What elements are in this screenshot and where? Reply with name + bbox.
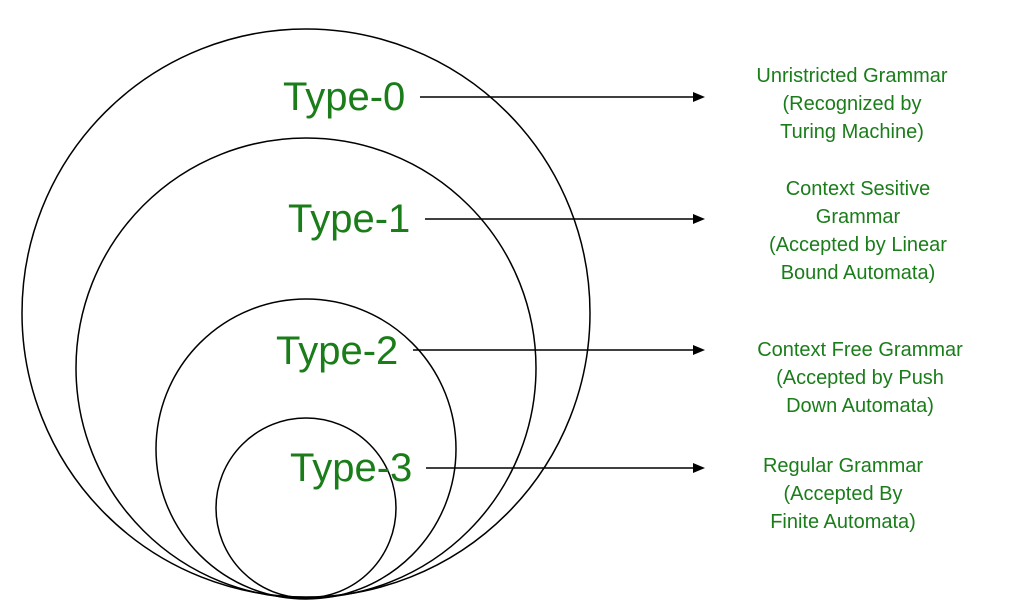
- description-type-2-line-1: Context Free Grammar: [757, 339, 963, 361]
- arrow-head-type-3: [693, 463, 705, 473]
- arrow-head-type-0: [693, 92, 705, 102]
- description-type-1: Context Sesitive Grammar (Accepted by Li…: [708, 175, 1008, 287]
- label-type-0: Type-0: [283, 75, 406, 119]
- description-type-1-line-3: (Accepted by Linear: [769, 234, 947, 256]
- description-type-1-line-4: Bound Automata): [780, 262, 936, 284]
- description-type-0: Unristricted Grammar (Recognized by Turi…: [702, 62, 1002, 146]
- description-type-0-line-1: Unristricted Grammar: [756, 65, 948, 87]
- description-type-2: Context Free Grammar (Accepted by Push D…: [710, 336, 1010, 420]
- arrow-head-type-2: [693, 345, 705, 355]
- description-type-2-line-3: Down Automata): [786, 395, 934, 417]
- description-type-1-line-1: Context Sesitive: [785, 178, 931, 200]
- label-type-3: Type-3: [290, 446, 413, 490]
- description-type-3-line-2: (Accepted By: [783, 483, 903, 505]
- circle-type-0: [21, 28, 591, 598]
- label-type-2: Type-2: [276, 329, 399, 373]
- description-type-0-line-3: Turing Machine): [780, 121, 924, 143]
- description-type-1-line-2: Grammar: [815, 206, 901, 228]
- arrow-head-type-1: [693, 214, 705, 224]
- description-type-0-line-2: (Recognized by: [782, 93, 922, 115]
- label-type-1: Type-1: [288, 197, 411, 241]
- description-type-2-line-2: (Accepted by Push: [776, 367, 944, 389]
- description-type-3-line-1: Regular Grammar: [762, 455, 924, 477]
- circle-type-3: [215, 417, 397, 599]
- circle-type-2: [155, 298, 457, 600]
- description-type-3-line-3: Finite Automata): [770, 511, 916, 533]
- description-type-3: Regular Grammar (Accepted By Finite Auto…: [693, 452, 993, 536]
